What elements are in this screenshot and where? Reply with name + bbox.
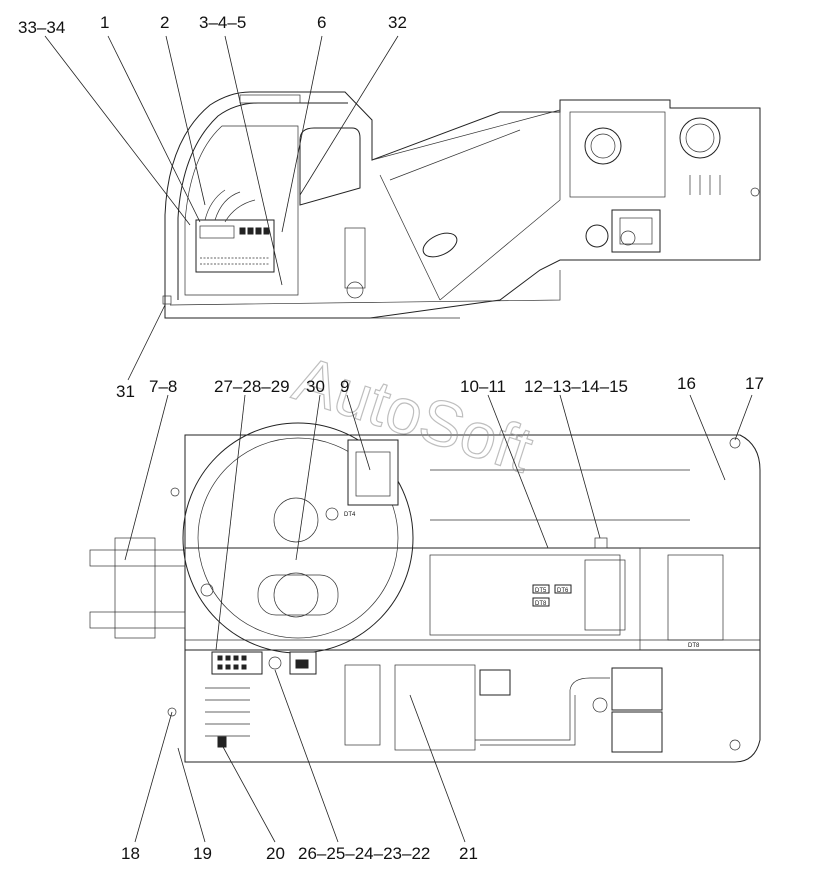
callouts: 33–34 1 2 3–4–5 6 32 31 7–8 27–28–29 30 … bbox=[18, 13, 764, 863]
callout-31: 31 bbox=[116, 382, 135, 401]
callout-16: 16 bbox=[677, 374, 696, 393]
callout-30: 30 bbox=[306, 377, 325, 396]
callout-21: 21 bbox=[459, 844, 478, 863]
side-view bbox=[162, 91, 761, 319]
callout-27-28-29: 27–28–29 bbox=[214, 377, 290, 396]
watermark: AutoSoft bbox=[286, 342, 542, 486]
callout-32: 32 bbox=[388, 13, 407, 32]
callout-17: 17 bbox=[745, 374, 764, 393]
callout-10-11: 10–11 bbox=[460, 377, 506, 396]
cable-bundle bbox=[205, 687, 250, 737]
callout-1: 1 bbox=[100, 13, 109, 32]
panel-switches bbox=[239, 227, 270, 235]
tag-dt8b: DT8 bbox=[688, 643, 700, 649]
callout-18: 18 bbox=[121, 844, 140, 863]
callout-9: 9 bbox=[340, 377, 349, 396]
callout-3-4-5: 3–4–5 bbox=[199, 13, 246, 32]
plan-view: DT5 DT6 DT8 DT4 DT8 bbox=[89, 422, 761, 763]
callout-33-34: 33–34 bbox=[18, 18, 65, 37]
tag-dt5: DT5 bbox=[535, 588, 547, 594]
tag-dt8: DT8 bbox=[535, 601, 547, 607]
tag-dt6: DT6 bbox=[557, 588, 569, 594]
leader-lines bbox=[44, 35, 753, 843]
callout-19: 19 bbox=[193, 844, 212, 863]
callout-26-25-24-23-22: 26–25–24–23–22 bbox=[298, 844, 430, 863]
tag-dt4: DT4 bbox=[344, 512, 356, 518]
callout-2: 2 bbox=[160, 13, 169, 32]
lower-switch-grid bbox=[217, 655, 247, 670]
callout-7-8: 7–8 bbox=[149, 377, 177, 396]
callout-12-13-14-15: 12–13–14–15 bbox=[524, 377, 628, 396]
callout-20: 20 bbox=[266, 844, 285, 863]
callout-6: 6 bbox=[317, 13, 326, 32]
